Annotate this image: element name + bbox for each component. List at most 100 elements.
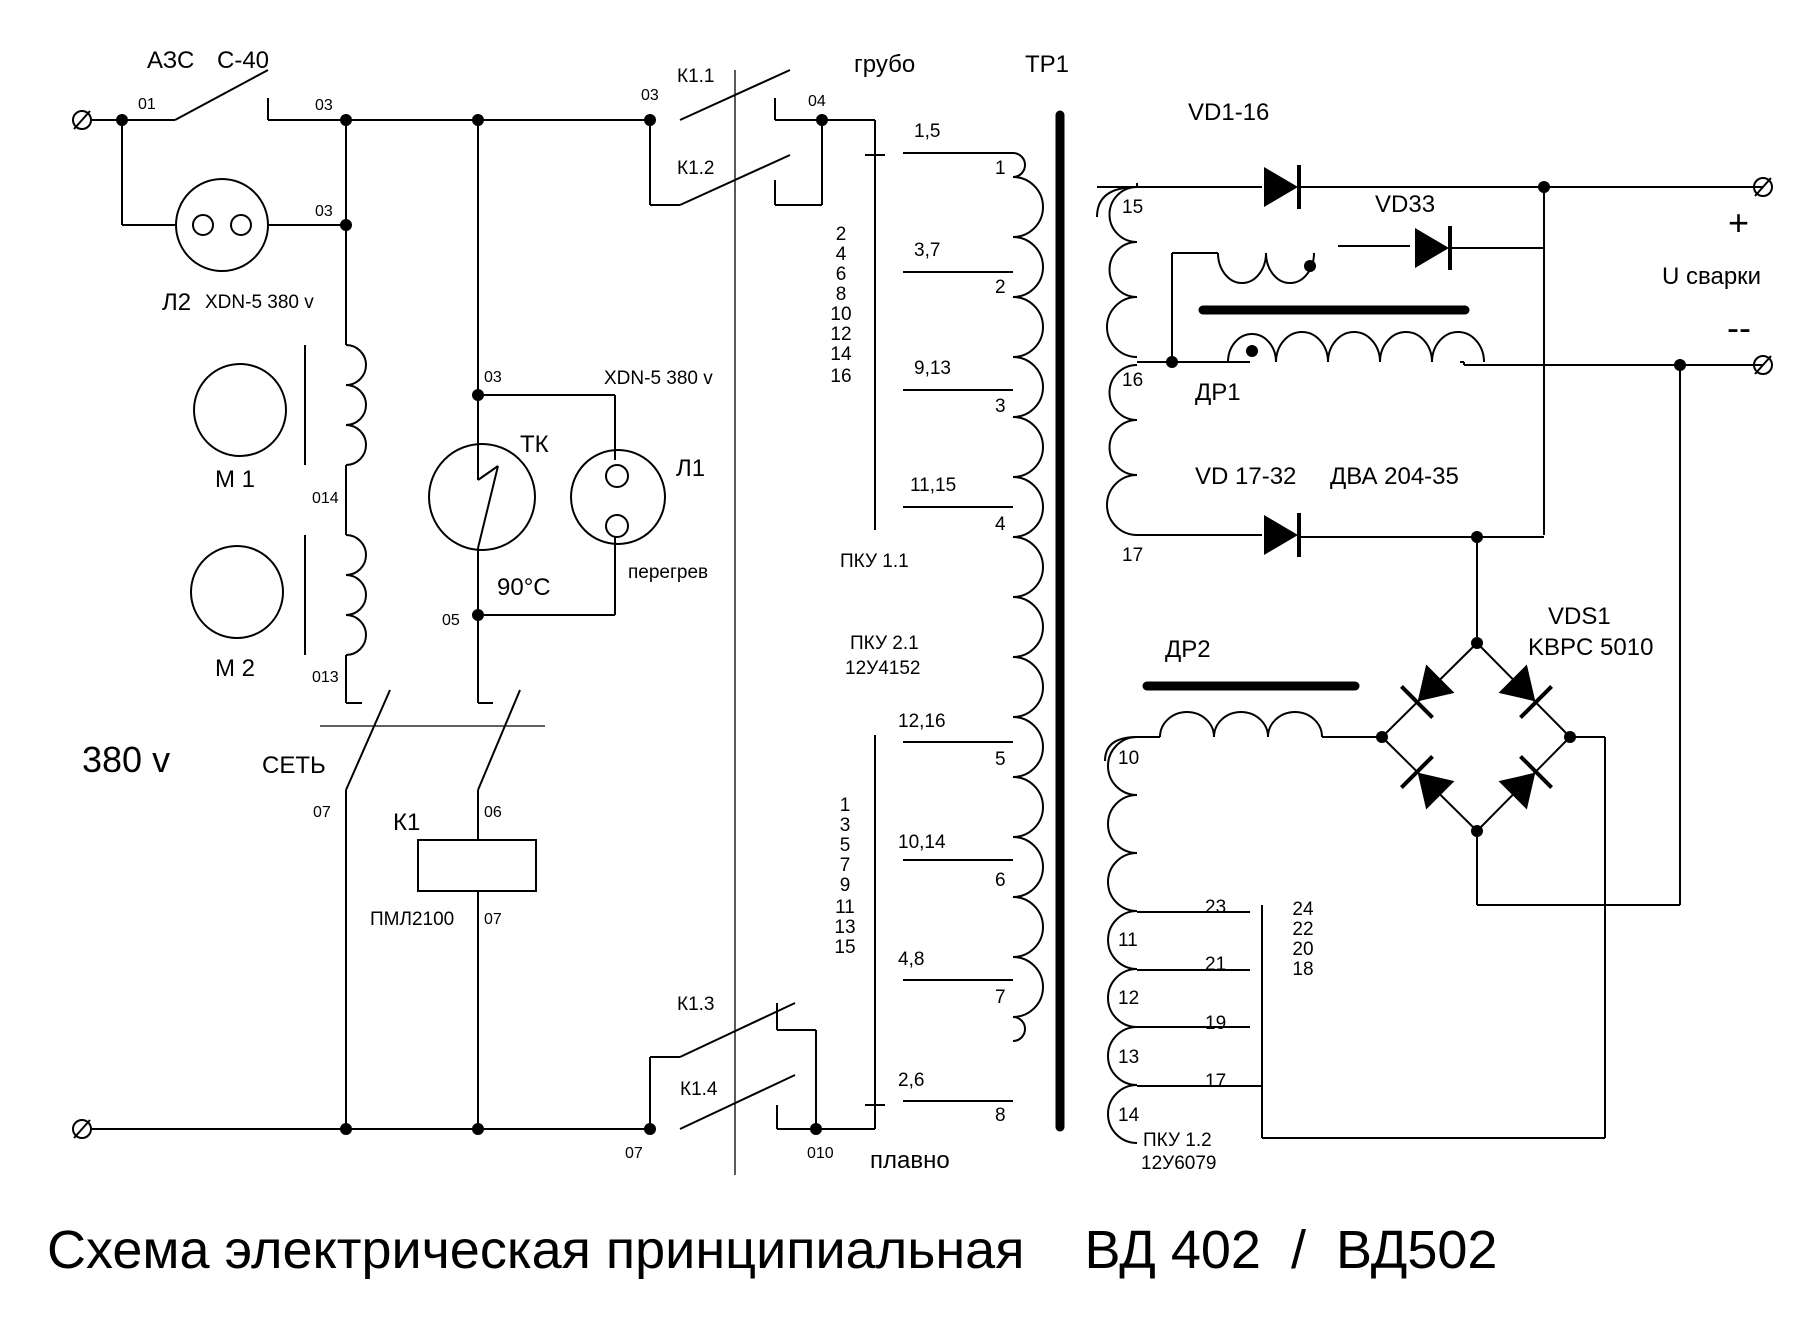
- label-m2: М 2: [215, 655, 255, 682]
- transformer-primary: [903, 110, 1065, 1132]
- sec-tap: 17: [1205, 1071, 1226, 1092]
- node-01: 01: [138, 96, 156, 113]
- lamp-l2: [175, 178, 269, 272]
- bridge-vds1: [1381, 642, 1571, 832]
- list-item: 3: [840, 815, 851, 836]
- primary-number: 3: [995, 396, 1006, 417]
- label-xdn-l1: XDN-5 380 v: [604, 368, 713, 389]
- k1-contacts: [644, 69, 885, 1175]
- node-013: 013: [312, 669, 339, 686]
- primary-number: 1: [995, 158, 1006, 179]
- label-k1: К1: [393, 809, 420, 836]
- label-grubo: грубо: [854, 51, 915, 78]
- label-tr1: ТР1: [1025, 51, 1069, 78]
- primary-number: 5: [995, 749, 1006, 770]
- label-pku11: ПКУ 1.1: [840, 551, 909, 572]
- label-k1-2: К1.2: [677, 158, 714, 179]
- label-k1-1: К1.1: [677, 66, 714, 87]
- sec-16: 16: [1122, 370, 1143, 391]
- node-03c: 03: [484, 369, 502, 386]
- sec-11: 11: [1118, 930, 1138, 951]
- diode-vd33: [1413, 224, 1452, 272]
- secondary-winding-10-14: [1107, 736, 1138, 1144]
- secondary-winding-upper: [1106, 186, 1138, 358]
- sec-13: 13: [1118, 1047, 1139, 1068]
- sec-list-item: 18: [1292, 959, 1313, 980]
- motor-m1-winding: [345, 344, 367, 466]
- label-azs: АЗС: [147, 47, 194, 74]
- label-m1: М 1: [215, 466, 255, 493]
- node-03d: 03: [641, 87, 659, 104]
- seti-switch-1: [345, 689, 391, 791]
- label-vds1: VDS1: [1548, 603, 1611, 630]
- list-item: 4: [836, 244, 847, 265]
- node-010: 010: [807, 1145, 834, 1162]
- primary-tap: 4,8: [898, 949, 924, 970]
- motor-m1: [193, 363, 287, 457]
- label-minus: --: [1727, 307, 1751, 348]
- primary-list-top: 2 4 6 8 10 12 14 16: [830, 224, 852, 387]
- contact-k1-4: [679, 1074, 796, 1130]
- primary-tap: 11,15: [910, 475, 956, 496]
- sec-15: 15: [1122, 197, 1143, 218]
- labels: АЗС С-40 01 03 03 Л2 XDN-5 380 v М 1 М 2…: [47, 47, 1761, 1280]
- thermal-switch-tk: [428, 443, 536, 551]
- secondary-rectifier: [1096, 163, 1773, 1144]
- sec-list-item: 24: [1292, 899, 1314, 920]
- list-item: 7: [840, 855, 851, 876]
- diode-vd17-32: [1262, 511, 1301, 559]
- sec-list-item: 20: [1292, 939, 1313, 960]
- list-item: 2: [836, 224, 847, 245]
- list-item: 15: [834, 937, 855, 958]
- choke-dr1-main-winding: [1275, 331, 1485, 363]
- lamp-l1: [570, 449, 666, 545]
- sec-tap: 23: [1205, 897, 1226, 918]
- label-pku12: ПКУ 1.2: [1143, 1130, 1212, 1151]
- sec-tap: 19: [1205, 1013, 1226, 1034]
- label-plavno: плавно: [870, 1147, 950, 1174]
- mains-input: [72, 69, 666, 1139]
- primary-number: 4: [995, 514, 1006, 535]
- choke-dr2-winding: [1159, 711, 1323, 738]
- sec-tap: 21: [1205, 954, 1226, 975]
- primary-tap: 3,7: [914, 240, 940, 261]
- node-014: 014: [312, 490, 339, 507]
- secondary-winding-lower: [1106, 364, 1138, 536]
- list-item: 5: [840, 835, 851, 856]
- list-item: 16: [830, 366, 851, 387]
- azs-breaker: [174, 69, 269, 121]
- primary-winding: [1012, 152, 1044, 1042]
- node-03b: 03: [315, 203, 333, 220]
- motor-m2: [190, 545, 284, 639]
- list-item: 8: [836, 284, 847, 305]
- label-l2: Л2: [162, 289, 191, 316]
- list-item: 12: [830, 324, 851, 345]
- node-05: 05: [442, 612, 460, 629]
- label-pml: ПМЛ2100: [370, 909, 454, 930]
- label-vd1-16: VD1-16: [1188, 99, 1269, 126]
- label-k1-4: К1.4: [680, 1079, 718, 1100]
- sec-10: 10: [1118, 748, 1139, 769]
- sec-list-item: 22: [1292, 919, 1313, 940]
- label-dva: ДВА 204-35: [1330, 463, 1459, 490]
- list-item: 13: [834, 917, 855, 938]
- label-peregrev: перегрев: [628, 562, 708, 583]
- primary-number: 6: [995, 870, 1006, 891]
- contact-k1-3: [679, 1002, 796, 1058]
- label-kbpc: KBPC 5010: [1528, 634, 1653, 661]
- node-07b: 07: [484, 911, 502, 928]
- output-terminal-plus: [1753, 177, 1773, 197]
- label-pku12-code: 12У6079: [1141, 1153, 1216, 1174]
- contact-k1-1: [679, 69, 791, 121]
- node-07a: 07: [313, 804, 331, 821]
- label-380v: 380 v: [82, 739, 170, 780]
- list-item: 6: [836, 264, 847, 285]
- primary-tap: 1,5: [914, 121, 940, 142]
- choke-dr1-aux-winding: [1217, 252, 1315, 284]
- page-title: Схема электрическая принципиальная ВД 40…: [47, 1220, 1497, 1280]
- primary-numbers: 1 2 3 4 5 6 7 8: [995, 158, 1006, 1126]
- label-temp: 90°C: [497, 574, 551, 601]
- label-xdn-l2: XDN-5 380 v: [205, 292, 314, 313]
- label-l1: Л1: [676, 455, 705, 482]
- primary-tap: 9,13: [914, 358, 951, 379]
